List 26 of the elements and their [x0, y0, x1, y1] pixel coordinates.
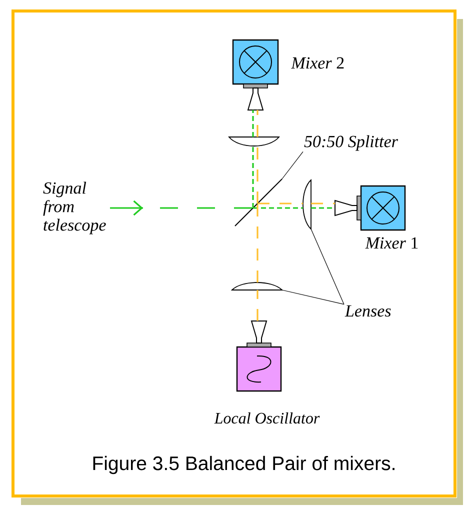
leader-line	[282, 151, 304, 180]
beam-line	[252, 110, 254, 137]
mixer-box	[232, 39, 279, 110]
beam-splitter	[234, 178, 282, 226]
leader-line	[310, 228, 344, 305]
beam-line	[256, 146, 258, 204]
mixer-label: Mixer 2	[291, 57, 344, 69]
figure-caption: Figure 3.5 Balanced Pair of mixers.	[93, 456, 394, 474]
beam-line	[252, 146, 254, 208]
beam-line	[311, 202, 335, 204]
oscillator-box	[236, 320, 282, 392]
signal-label: Signal from telescope	[43, 182, 106, 234]
mixer-box	[334, 185, 406, 231]
callout-label: 50:50 Splitter	[304, 135, 398, 151]
beam-line	[253, 207, 303, 209]
lens	[302, 180, 312, 230]
lens	[228, 136, 280, 146]
beam-line	[256, 204, 258, 282]
mixer-label: Mixer 1	[365, 237, 418, 249]
beam-line	[311, 207, 335, 209]
beam-line	[258, 202, 303, 204]
leader-line	[282, 290, 344, 305]
callout-label: Lenses	[344, 305, 391, 317]
oscillator-label: Local Oscillator	[214, 412, 320, 424]
lens	[232, 282, 282, 290]
beam-line	[256, 110, 258, 137]
